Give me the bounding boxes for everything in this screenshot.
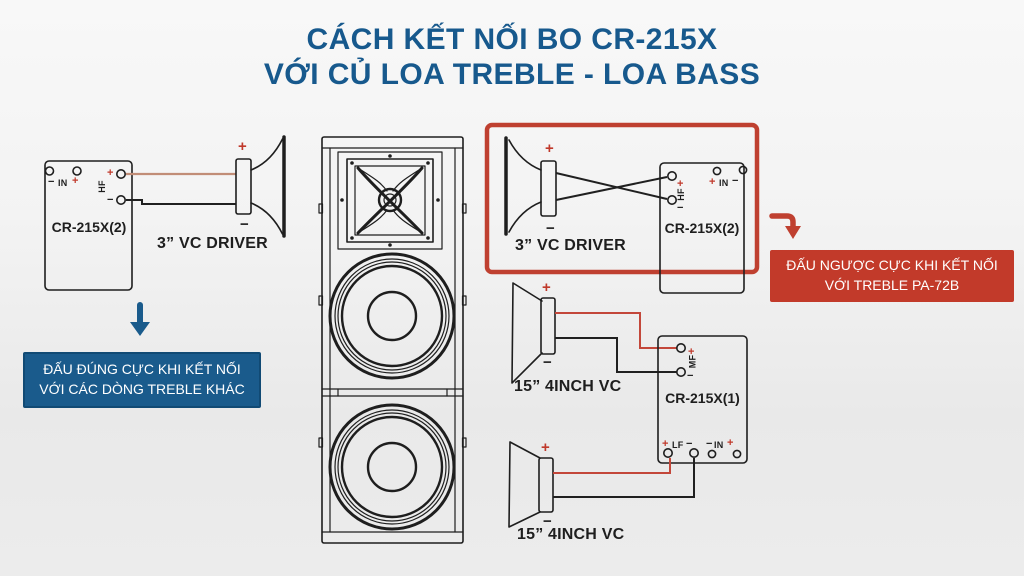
- right-in-minus: −: [732, 175, 739, 187]
- note-line-1: ĐẤU ĐÚNG CỰC KHI KẾT NỐI: [43, 361, 241, 378]
- left-hf-minus: −: [107, 194, 114, 206]
- terminal: [675, 366, 686, 377]
- crossed-wire-b: [555, 176, 668, 201]
- driver-body: [235, 158, 252, 215]
- mf-negative-wire: [555, 337, 677, 373]
- title-line-2: VỚI CỦ LOA TREBLE - LOA BASS: [263, 58, 761, 92]
- woofer-cone: [511, 282, 543, 384]
- mid-woofer-label: 15” 4INCH VC: [514, 378, 622, 395]
- highlight-frame: [484, 122, 760, 275]
- left-in-minus: −: [48, 176, 55, 188]
- horn-bell-top: [508, 139, 542, 171]
- terminal: [738, 165, 748, 175]
- left-driver-label: 3” VC DRIVER: [157, 235, 268, 252]
- crossover-board-label: CR-215X(1): [665, 390, 740, 406]
- low-woofer-icon: [508, 441, 554, 528]
- right-in-plus: +: [709, 176, 716, 188]
- low-woofer-plus: +: [541, 439, 550, 456]
- left-driver-minus: −: [240, 216, 249, 233]
- right-driver-plus: +: [545, 140, 554, 157]
- mid-woofer-minus: −: [543, 354, 552, 371]
- terminal: [712, 166, 722, 176]
- correct-polarity-note: ĐẤU ĐÚNG CỰC KHI KẾT NỐI VỚI CÁC DÒNG TR…: [23, 352, 261, 408]
- low-woofer-minus: −: [543, 513, 552, 530]
- woofer-magnet: [538, 457, 554, 513]
- driver-body: [540, 160, 557, 217]
- right-hf-minus: −: [677, 202, 684, 214]
- crossover-in-label: IN: [714, 440, 724, 450]
- crossover-connection-group: [508, 282, 748, 528]
- horn-driver-left-facing: [504, 136, 557, 236]
- left-in-plus: +: [72, 175, 79, 187]
- right-driver-minus: −: [546, 220, 555, 237]
- right-board-outline: [659, 162, 745, 294]
- terminal: [44, 166, 55, 176]
- right-hf-plus: +: [677, 178, 684, 190]
- note-line-2: VỚI CÁC DÒNG TREBLE KHÁC: [39, 381, 245, 397]
- horn-driver-right-facing: [235, 135, 286, 238]
- terminal: [116, 195, 127, 206]
- mid-woofer-plus: +: [542, 279, 551, 296]
- lf-plus: +: [662, 438, 669, 450]
- horn-bell-bottom: [250, 202, 284, 235]
- horn-bell-bottom: [508, 201, 542, 233]
- crossover-in-plus: +: [727, 437, 734, 449]
- left-in-label: IN: [58, 178, 68, 188]
- terminal: [688, 447, 699, 458]
- woofer-cone: [508, 441, 541, 528]
- mf-label: MF: [687, 354, 698, 369]
- cabinet-outline: [321, 136, 464, 544]
- terminal: [116, 169, 127, 180]
- right-driver-label: 3” VC DRIVER: [515, 237, 626, 254]
- note-line-2: VỚI TREBLE PA-72B: [824, 277, 960, 293]
- down-arrow-head-icon: [130, 322, 150, 336]
- lf-minus: −: [686, 438, 693, 450]
- page-title: CÁCH KẾT NỐI BO CR-215X VỚI CỦ LOA TREBL…: [0, 22, 1024, 93]
- hf-negative-wire: [126, 199, 236, 205]
- left-hf-plus: +: [107, 167, 114, 179]
- cabinet-woofer-top: [328, 252, 456, 380]
- terminal: [662, 447, 673, 458]
- horn-bell-top: [250, 138, 284, 171]
- terminal: [666, 171, 677, 182]
- mid-woofer-icon: [511, 282, 556, 384]
- cabinet-woofer-bottom: [328, 403, 456, 531]
- terminal: [72, 166, 82, 176]
- cabinet-horn-tweeter: [337, 151, 443, 250]
- terminal: [666, 195, 677, 206]
- left-board-label: CR-215X(2): [51, 219, 127, 235]
- terminal: [707, 449, 717, 459]
- lf-label: LF: [672, 440, 684, 450]
- right-hf-label: HF: [675, 188, 686, 201]
- note-line-1: ĐẤU NGƯỢC CỰC KHI KẾT NỐI: [786, 257, 998, 274]
- terminal: [675, 342, 686, 353]
- right-board-label: CR-215X(2): [664, 220, 740, 236]
- low-woofer-label: 15” 4INCH VC: [517, 526, 625, 543]
- title-line-1: CÁCH KẾT NỐI BO CR-215X: [306, 23, 718, 56]
- left-connection-group: [44, 135, 286, 336]
- crossover-board-outline: [657, 335, 748, 464]
- left-driver-plus: +: [238, 138, 247, 155]
- left-board-outline: [44, 160, 133, 291]
- speaker-cabinet-drawing: [318, 136, 467, 544]
- crossover-in-minus: −: [706, 438, 713, 450]
- mf-plus: +: [688, 346, 695, 358]
- right-in-label: IN: [719, 178, 729, 188]
- lf-negative-wire: [553, 458, 695, 498]
- corner-arrow-icon: [769, 213, 796, 229]
- mf-minus: −: [687, 370, 694, 382]
- left-hf-label: HF: [96, 180, 107, 193]
- terminal: [732, 449, 742, 459]
- corner-arrow-head-icon: [785, 226, 801, 239]
- crossed-wire-a: [555, 172, 668, 200]
- woofer-magnet: [540, 297, 556, 355]
- reversed-polarity-note: ĐẤU NGƯỢC CỰC KHI KẾT NỐI VỚI TREBLE PA-…: [770, 250, 1014, 302]
- right-connection-group: [484, 122, 801, 294]
- lf-positive-wire: [553, 458, 671, 474]
